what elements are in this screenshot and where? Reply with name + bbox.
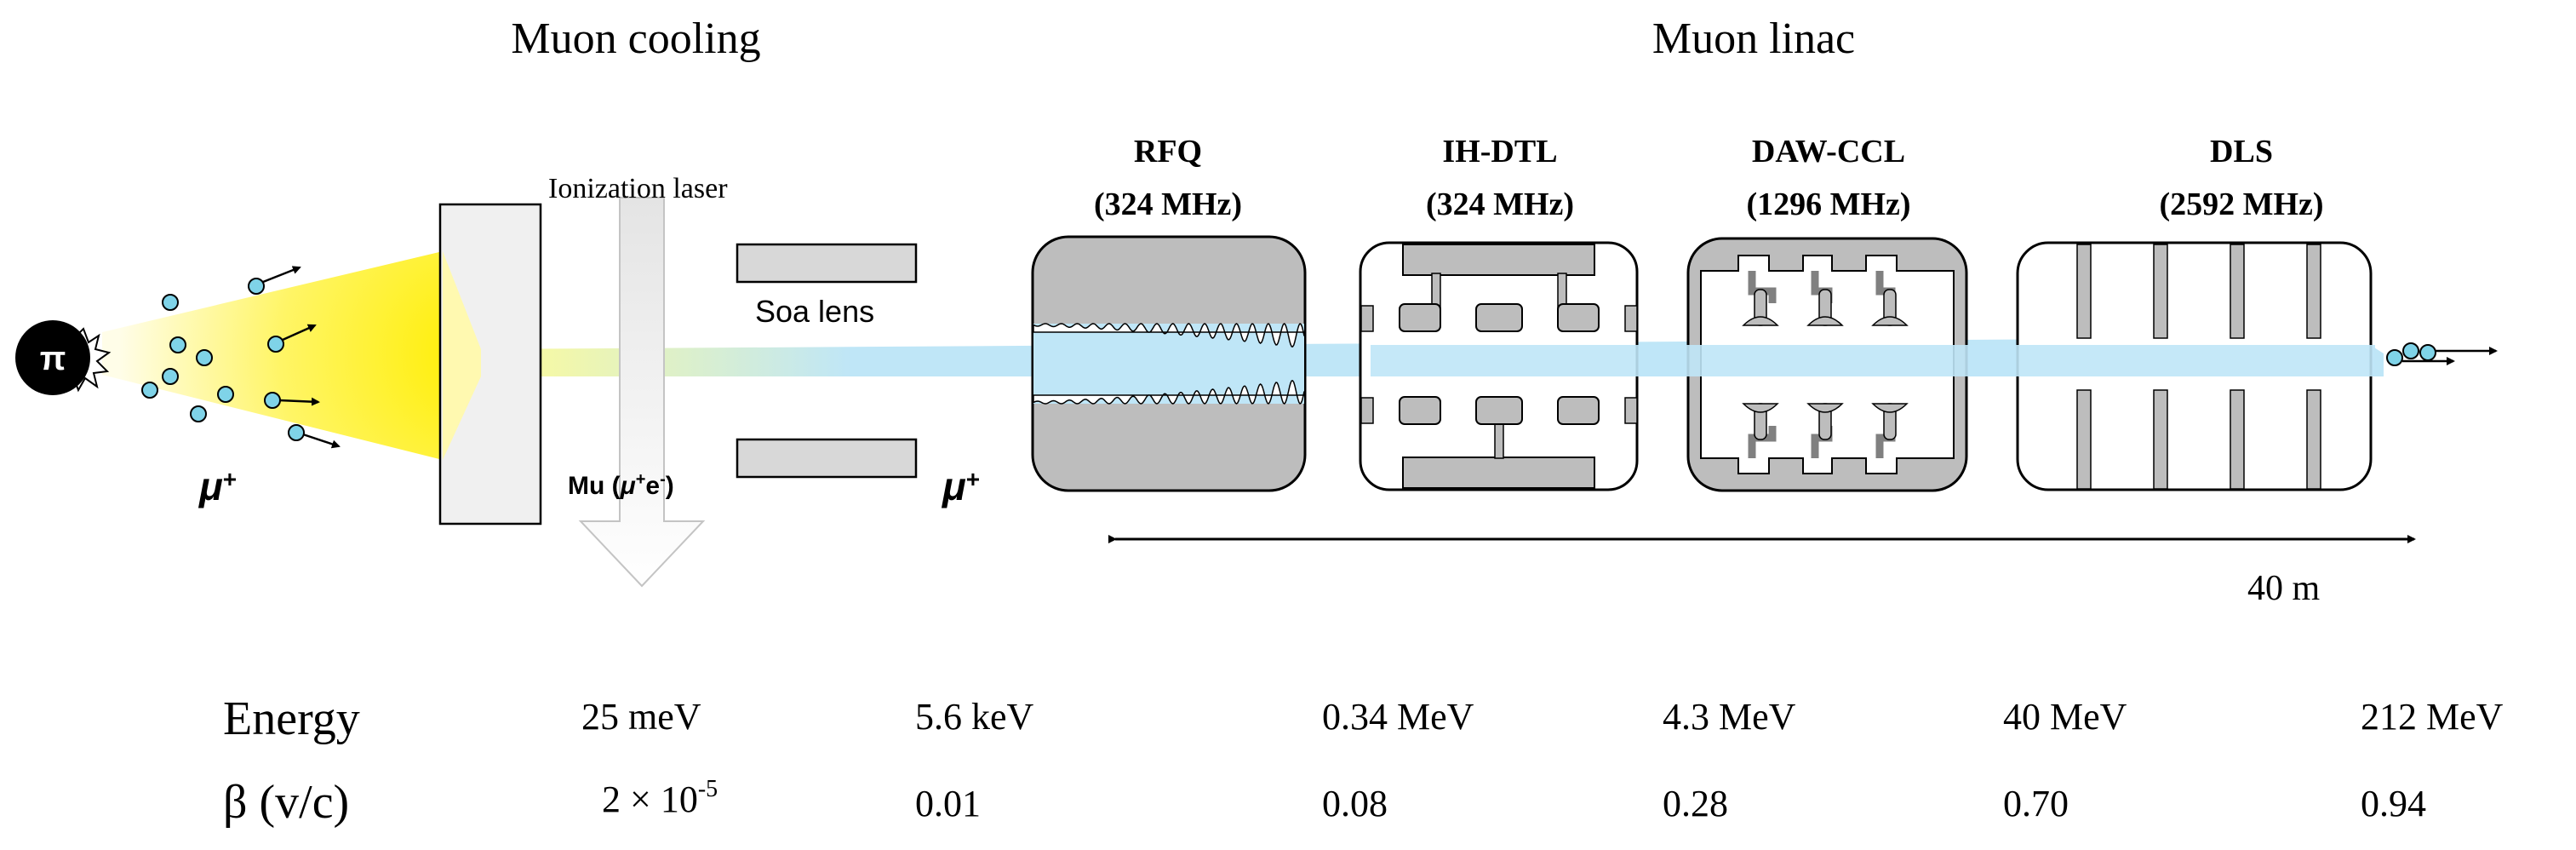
- energy-value: 5.6 keV: [915, 696, 1034, 738]
- cavity-frequency-rfq: (324 MHz): [1094, 187, 1242, 222]
- beam-overlay: [1371, 345, 2375, 376]
- cavity-frequency-ih-dtl: (324 MHz): [1426, 187, 1574, 222]
- muon-particle: [2419, 344, 2436, 361]
- muon-particle: [196, 349, 213, 366]
- muon-particle: [288, 424, 305, 441]
- target-inner-glow: [443, 251, 481, 460]
- velocity-arrow: [278, 397, 320, 406]
- beta-value: 0.08: [1322, 783, 1388, 824]
- beta-value: 2 × 10-5: [602, 776, 718, 820]
- muon-cooling-heading: Muon cooling: [511, 14, 760, 63]
- muon-particle: [248, 278, 265, 295]
- muon-particle: [264, 392, 281, 409]
- cavity-frequency-daw-ccl: (1296 MHz): [1746, 187, 1910, 222]
- beta-value: 0.28: [1663, 783, 1728, 824]
- beta-label: β (v/c): [223, 776, 349, 829]
- rfq-vane-top: [1033, 322, 1305, 347]
- muon-label-right: μ+: [941, 464, 980, 508]
- output-muons: [2386, 342, 2498, 366]
- muon-particle: [169, 336, 186, 353]
- cavity-name-dls: DLS: [2210, 134, 2273, 169]
- cavity-name-ih-dtl: IH-DTL: [1442, 134, 1557, 169]
- energy-value: 0.34 MeV: [1322, 696, 1474, 738]
- muon-particle: [217, 386, 234, 403]
- beta-value: 0.70: [2003, 783, 2069, 824]
- cavity-name-rfq: RFQ: [1134, 134, 1202, 169]
- soa-lens-lower: [736, 438, 918, 479]
- energy-value: 212 MeV: [2361, 696, 2504, 738]
- muon-linac-heading: Muon linac: [1652, 14, 1855, 63]
- muonium-label: Mu (μ+e-): [568, 470, 674, 500]
- muon-particle: [2386, 349, 2403, 366]
- pion-particle: [15, 320, 90, 395]
- muon-particles: [141, 278, 305, 441]
- length-scale-label: 40 m: [2247, 569, 2321, 608]
- soa-lens-label: Soa lens: [755, 294, 874, 329]
- soa-lens-upper: [736, 243, 918, 284]
- beta-value: 0.94: [2361, 783, 2426, 824]
- muon-particle: [162, 294, 179, 311]
- beta-value: 0.01: [915, 783, 981, 824]
- muon-particle: [267, 336, 284, 353]
- energy-value: 4.3 MeV: [1663, 696, 1796, 738]
- muon-particle: [141, 382, 158, 399]
- muon-cone: [102, 251, 443, 460]
- energy-value: 25 meV: [581, 696, 701, 738]
- velocity-arrow: [282, 324, 317, 342]
- energy-label: Energy: [223, 692, 360, 745]
- energy-value: 40 MeV: [2003, 696, 2127, 738]
- pion-symbol: π: [40, 340, 66, 377]
- rfq-cavity: [1031, 235, 1307, 492]
- ionization-laser-label: Ionization laser: [548, 173, 728, 204]
- velocity-arrow: [262, 266, 301, 284]
- ionization-laser-arrow: [578, 197, 706, 588]
- muon-particle: [2402, 342, 2419, 359]
- muon-velocity-arrows: [262, 266, 341, 449]
- velocity-arrow: [302, 433, 341, 449]
- cavity-frequency-dls: (2592 MHz): [2159, 187, 2323, 222]
- muon-particle: [162, 368, 179, 385]
- cavity-name-daw-ccl: DAW-CCL: [1752, 134, 1905, 169]
- muon-label-left: μ+: [197, 464, 237, 508]
- muon-particle: [190, 405, 207, 422]
- rfq-vane-bottom: [1033, 380, 1305, 405]
